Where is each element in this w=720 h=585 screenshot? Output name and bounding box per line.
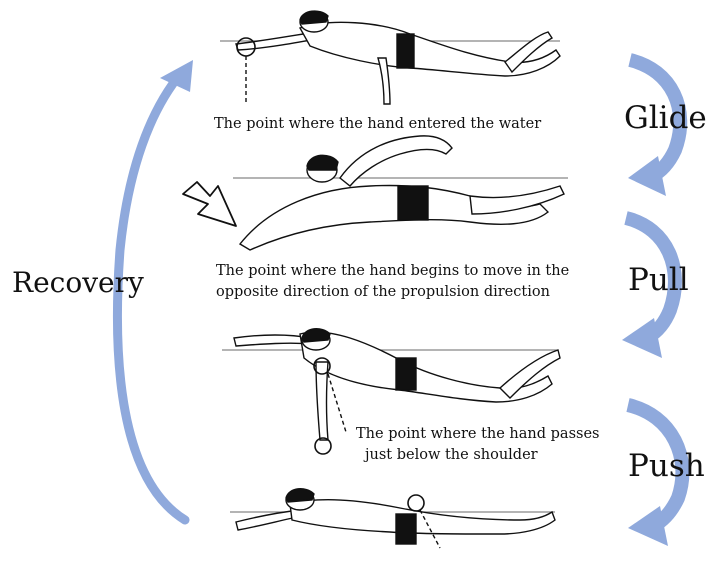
caption-shoulder-line2: just below the shoulder [365,447,538,463]
phase-label-recovery: Recovery [12,266,144,299]
caption-shoulder-line1: The point where the hand passes [356,426,600,442]
caption-reverse-line1: The point where the hand begins to move … [216,263,570,279]
caption-reverse-line2: opposite direction of the propulsion dir… [216,284,550,300]
hand-point-circle-icon [407,494,425,512]
recovery-arrow-icon [112,60,193,525]
swimmer-figure-push [222,328,561,455]
hollow-pointer-arrow-icon [182,181,237,227]
phase-label-glide: Glide [624,100,707,136]
push-curved-arrow-icon [626,398,690,546]
caption-entry: The point where the hand entered the wat… [214,116,542,132]
phase-label-pull: Pull [628,262,689,298]
glide-curved-arrow-icon [628,53,688,196]
pull-curved-arrow-icon [622,211,682,358]
hand-point-circle-icon [313,357,331,375]
phase-label-push: Push [628,448,705,484]
swimmer-figure-glide [220,10,561,105]
hand-point-circle-icon [314,437,332,455]
swimmer-figure-pull [233,135,568,251]
swimmer-figure-push-end [230,488,556,549]
